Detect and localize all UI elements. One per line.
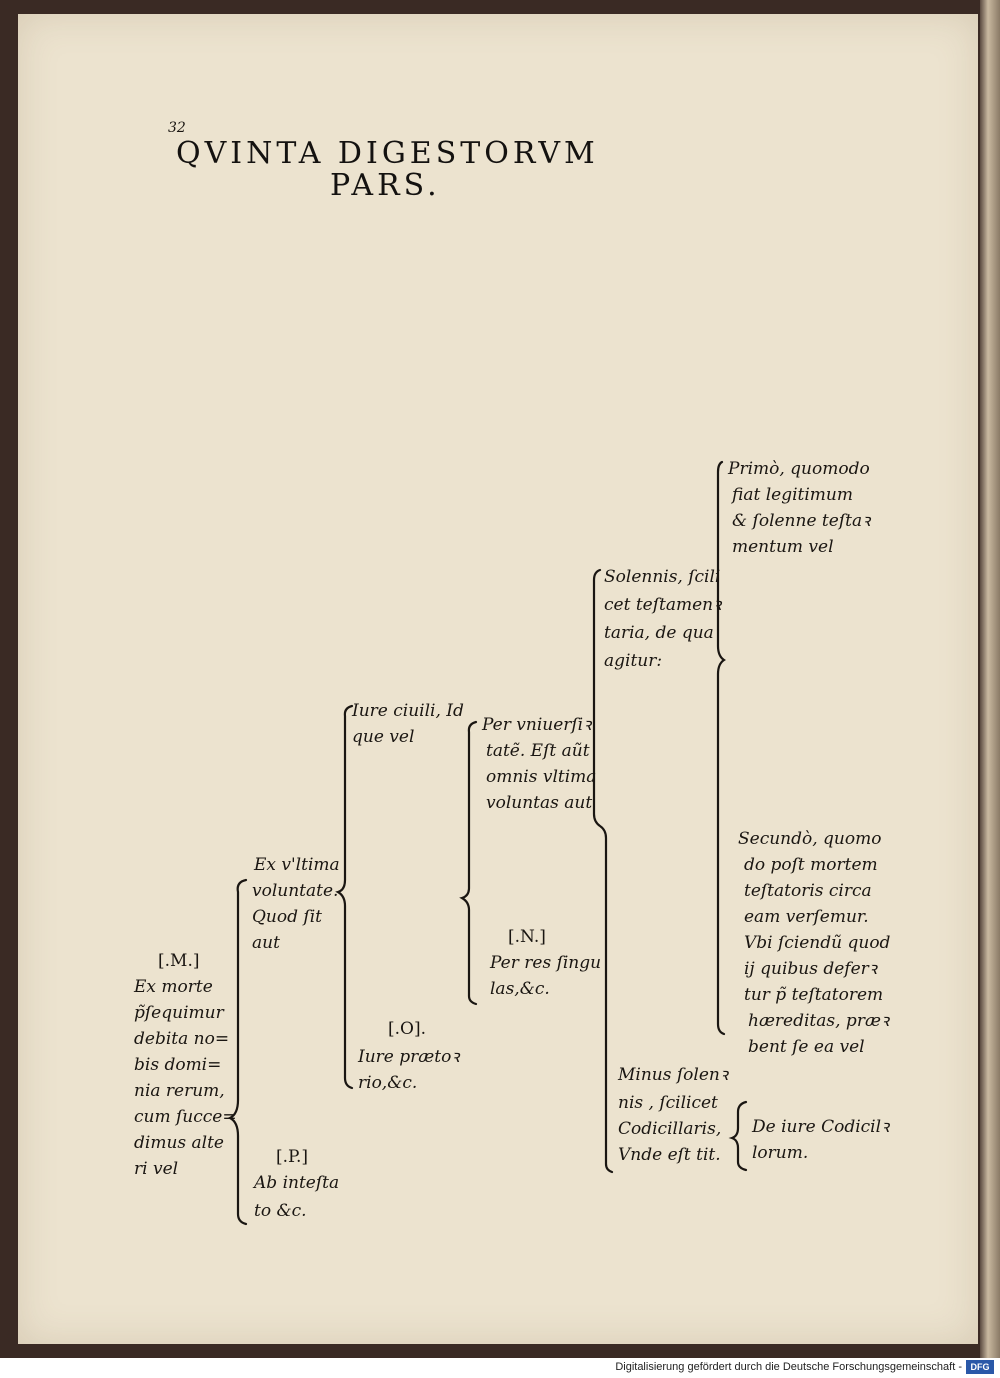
book-edge: [980, 0, 1000, 1358]
vniuersitate-line-4: voluntas aut: [486, 793, 593, 813]
secundo-line-2: do poſt mortem: [744, 855, 878, 875]
m-line-7: dimus alte: [134, 1133, 224, 1153]
minus-line-2: nis , ſcilicet: [618, 1093, 718, 1113]
voluntate-line-4: aut: [252, 933, 280, 953]
iure-ciuili-line-1: Iure ciuili, Id: [352, 701, 464, 721]
minus-line-1: Minus ſolenꝛ: [618, 1065, 728, 1085]
primo-line-1: Primò, quomodo: [728, 459, 870, 479]
page-number: 32: [168, 120, 186, 136]
o-line-2: rio,&c.: [358, 1073, 418, 1093]
m-line-3: debita no=: [134, 1029, 230, 1049]
book-page: [18, 14, 978, 1344]
secundo-line-3: teſtatoris circa: [744, 881, 872, 901]
primo-line-4: mentum vel: [732, 537, 834, 557]
footer-bar: [0, 1358, 1000, 1378]
vniuersitate-line-1: Per vniuerſiꝛ: [482, 715, 592, 735]
codicillorum-line-2: lorum.: [752, 1143, 809, 1163]
o-line-1: Iure prætoꝛ: [358, 1047, 460, 1067]
m-line-2: p̃ſequimur: [134, 1003, 224, 1023]
secundo-line-8: hæreditas, præꝛ: [748, 1011, 889, 1031]
solennis-line-3: taria, de qua: [604, 623, 714, 643]
brace-m: [227, 878, 248, 1226]
vniuersitate-line-3: omnis vltima: [486, 767, 597, 787]
footer-credit: Digitalisierung gefördert durch die Deut…: [615, 1361, 962, 1373]
p-line-2: to &c.: [254, 1201, 307, 1221]
iure-ciuili-line-2: que vel: [352, 727, 415, 747]
primo-line-3: & ſolenne teſtaꝛ: [732, 511, 871, 531]
codicillorum-line-1: De iure Codicilꝛ: [752, 1117, 890, 1137]
m-line-1: Ex morte: [134, 977, 213, 997]
secundo-line-7: tur p̃ teſtatorem: [744, 985, 884, 1005]
brace-solennis: [716, 460, 726, 1036]
m-label: [.M.]: [158, 951, 200, 971]
n-label: [.N.]: [508, 927, 546, 947]
brace-voluntas: [592, 568, 614, 1174]
secundo-line-6: ij quibus deferꝛ: [744, 959, 877, 979]
secundo-line-9: bent ſe ea vel: [748, 1037, 865, 1057]
solennis-line-4: agitur:: [604, 651, 663, 671]
page-title-line1: QVINTA DIGESTORVM: [176, 136, 599, 171]
secundo-line-1: Secundò, quomo: [738, 829, 882, 849]
primo-line-2: fiat legitimum: [732, 485, 853, 505]
m-line-4: bis domi=: [134, 1055, 222, 1075]
page-title-line2: PARS.: [330, 168, 441, 203]
p-label: [.P.]: [276, 1147, 309, 1167]
brace-voluntate: [335, 704, 354, 1090]
voluntate-line-2: voluntate.: [252, 881, 339, 901]
vniuersitate-line-2: tatẽ. Eſt aũt: [486, 741, 590, 761]
n-line-1: Per res ſingu: [490, 953, 602, 973]
secundo-line-5: Vbi ſciendũ quod: [744, 933, 891, 953]
secundo-line-4: eam verſemur.: [744, 907, 869, 927]
m-line-6: cum ſucce=: [134, 1107, 237, 1127]
minus-line-3: Codicillaris,: [618, 1119, 722, 1139]
n-line-2: las,&c.: [490, 979, 550, 999]
brace-minus: [728, 1100, 748, 1172]
solennis-line-2: cet teſtamenꝛ: [604, 595, 722, 615]
m-line-5: nia rerum,: [134, 1081, 225, 1101]
dfg-logo: DFG: [966, 1360, 994, 1374]
voluntate-line-1: Ex v'ltima: [254, 855, 340, 875]
solennis-line-1: Solennis, ſcili: [604, 567, 721, 587]
minus-line-4: Vnde eſt tit.: [618, 1145, 721, 1165]
m-line-8: ri vel: [134, 1159, 179, 1179]
brace-vniuersitate: [459, 720, 478, 1006]
o-label: [.O].: [388, 1019, 427, 1039]
p-line-1: Ab inteſta: [254, 1173, 340, 1193]
voluntate-line-3: Quod ſit: [252, 907, 322, 927]
